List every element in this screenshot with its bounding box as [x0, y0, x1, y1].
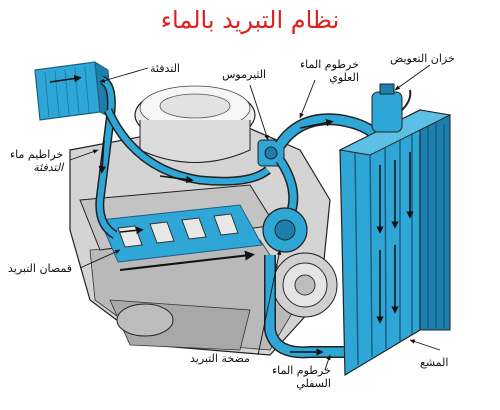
label-radiator-text: المشع [420, 356, 449, 369]
label-bypass-hose: BYPASS HOSE [308, 136, 338, 152]
label-water-jackets-text: قمصان التبريد [8, 262, 73, 275]
fan-pulley [272, 252, 338, 318]
label-heater-hoses: خراطيم ماء التدفئة [10, 148, 63, 174]
label-upper-hose-line2: العلوي [329, 71, 359, 84]
label-bypass-line2: HOSE [312, 144, 334, 152]
leader-water-pump [257, 249, 282, 356]
label-radiator: المشع [420, 356, 448, 369]
leader-upper-hose [299, 79, 316, 119]
leader-thermostat [249, 84, 269, 141]
label-water-jackets: قمصان التبريد [8, 262, 72, 275]
label-thermostat-text: الثيرموس [222, 68, 267, 81]
label-heater-hoses-line2: التدفئة [33, 161, 64, 174]
leader-expansion-tank [394, 64, 431, 91]
label-heater: التدفئة [150, 62, 180, 75]
water-jackets [99, 204, 263, 263]
label-lower-hose-line2: السفلي [296, 377, 331, 390]
leader-radiator [409, 339, 441, 351]
label-bypass-line1: BYPASS [308, 136, 338, 144]
leader-heater [99, 67, 149, 83]
label-expansion-tank: خزان التعويض [390, 52, 455, 65]
label-expansion-tank-text: خزان التعويض [390, 52, 455, 65]
diagram-title: نظام التبريد بالماء [160, 6, 340, 34]
label-water-pump-text: مضخة التبريد [190, 352, 250, 365]
leader-lower-hose [324, 354, 331, 371]
label-water-pump: مضخة التبريد [190, 352, 250, 365]
radiator [338, 109, 452, 377]
label-heater-hoses-line1: خراطيم ماء [10, 148, 64, 161]
label-heater-text: التدفئة [150, 62, 180, 75]
expansion-tank [371, 83, 412, 133]
label-lower-hose-line1: خرطوم الماء [272, 364, 331, 377]
thermostat-housing [257, 139, 285, 167]
label-upper-hose: خرطوم الماء العلوي [300, 58, 359, 84]
leader-water-jackets [79, 249, 121, 269]
leader-heater-hoses [69, 149, 99, 161]
heater-core [34, 61, 113, 121]
label-lower-hose: خرطوم الماء السفلي [272, 364, 331, 390]
label-thermostat: الثيرموس [222, 68, 266, 81]
label-upper-hose-line1: خرطوم الماء [300, 58, 359, 71]
starter-motor [116, 303, 174, 337]
water-pump [262, 207, 308, 253]
